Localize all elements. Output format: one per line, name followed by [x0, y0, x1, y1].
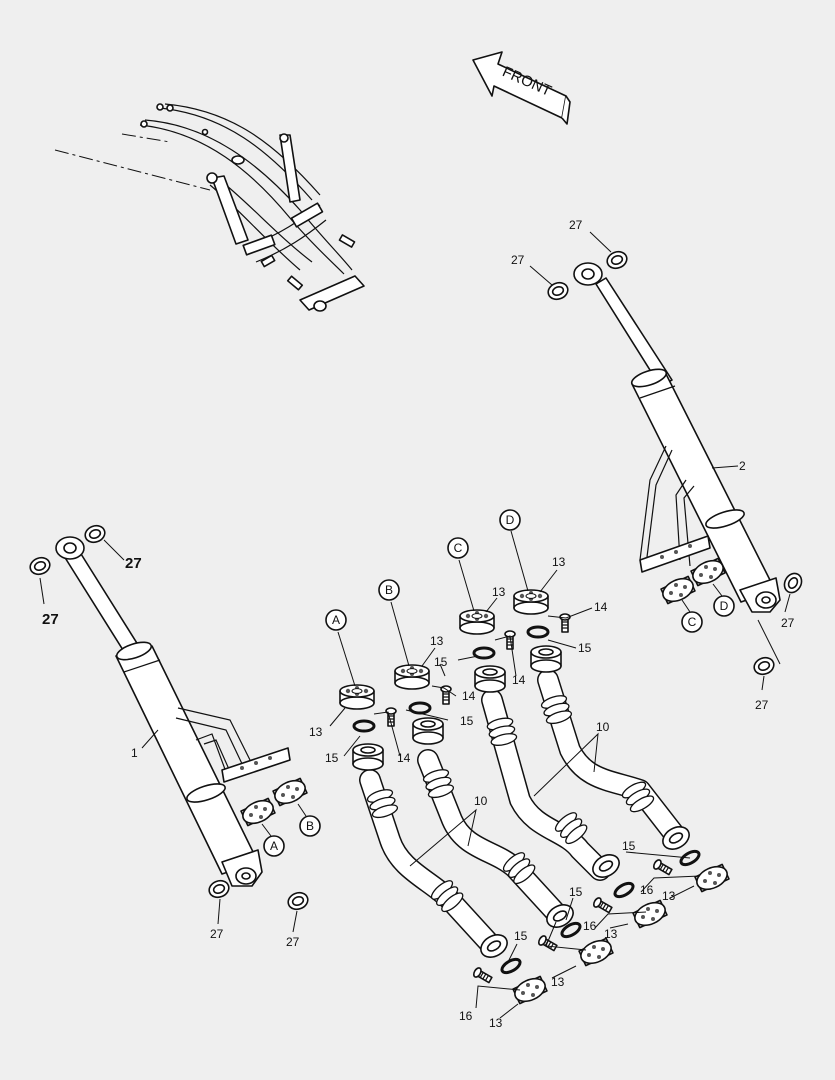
callout-27: 27	[569, 218, 583, 232]
callout-27-bold: 27	[42, 611, 59, 628]
callout-13: 13	[551, 975, 565, 989]
callout-15: 15	[514, 929, 528, 943]
letter-a-upper: A	[325, 609, 347, 631]
svg-text:B: B	[385, 583, 393, 597]
letter-c-upper: C	[447, 537, 469, 559]
svg-text:D: D	[506, 513, 515, 527]
letter-c-cyl2: C	[681, 611, 703, 633]
callout-27: 27	[210, 927, 224, 941]
callout-16: 16	[583, 919, 597, 933]
callout-numbers: 27 27 2 27 27 27 27 1 27 27 13 14 15 13 …	[42, 218, 795, 1030]
callout-13: 13	[489, 1016, 503, 1030]
svg-text:A: A	[270, 839, 278, 853]
hoses-10	[352, 645, 690, 958]
callout-15: 15	[460, 714, 474, 728]
callout-27: 27	[755, 698, 769, 712]
callout-13: 13	[604, 927, 618, 941]
letter-d-cyl2: D	[713, 595, 735, 617]
svg-text:C: C	[454, 541, 463, 555]
callout-1: 1	[131, 746, 138, 760]
letter-d-upper: D	[499, 509, 521, 531]
callout-13: 13	[309, 725, 323, 739]
callout-27-bold: 27	[125, 555, 142, 572]
cylinder-1	[55, 536, 310, 887]
letter-b-upper: B	[378, 579, 400, 601]
callout-13: 13	[552, 555, 566, 569]
callout-15: 15	[578, 641, 592, 655]
svg-text:D: D	[720, 599, 729, 613]
callout-15: 15	[434, 655, 448, 669]
svg-text:B: B	[306, 819, 314, 833]
svg-text:A: A	[332, 613, 340, 627]
letter-b-cyl1: B	[299, 815, 321, 837]
letter-a-cyl1: A	[263, 835, 285, 857]
callout-27: 27	[286, 935, 300, 949]
callout-13: 13	[662, 889, 676, 903]
callout-13: 13	[430, 634, 444, 648]
boom-overview-sketch	[54, 103, 365, 312]
callout-27: 27	[511, 253, 525, 267]
circled-letters: A B C D C D A B	[263, 509, 735, 857]
callout-16: 16	[459, 1009, 473, 1023]
callout-16: 16	[640, 883, 654, 897]
leader-lines	[39, 231, 791, 1019]
callout-15: 15	[622, 839, 636, 853]
cylinder-2	[573, 262, 781, 613]
callout-14: 14	[397, 751, 411, 765]
callout-15: 15	[325, 751, 339, 765]
callout-27: 27	[781, 616, 795, 630]
callout-14: 14	[594, 600, 608, 614]
svg-text:C: C	[688, 615, 697, 629]
callout-10: 10	[474, 794, 488, 808]
callout-14: 14	[462, 689, 476, 703]
front-arrow: FRONT	[472, 51, 571, 125]
callout-15: 15	[569, 885, 583, 899]
callout-10: 10	[596, 720, 610, 734]
callout-2: 2	[739, 459, 746, 473]
callout-13: 13	[492, 585, 506, 599]
callout-14: 14	[512, 673, 526, 687]
